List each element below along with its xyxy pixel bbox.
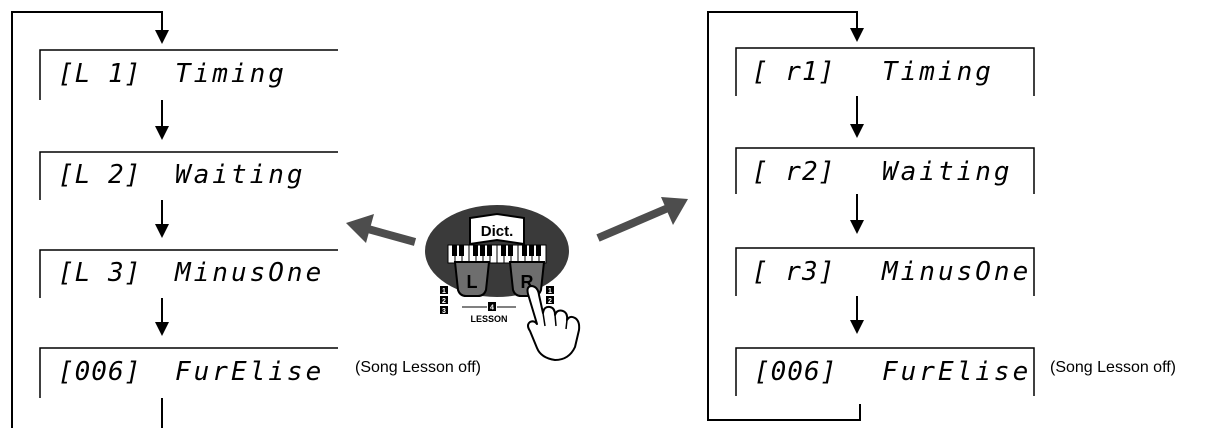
left-lcd-screen-4: [006] FurElise: [39, 347, 338, 398]
svg-text:2: 2: [548, 298, 552, 305]
right-lesson-numbers: 1 2: [546, 286, 554, 305]
down-arrow-icon: [850, 124, 864, 138]
left-lesson-cycle: [L 1] Timing [L 2] Waiting [L 3] MinusOn…: [11, 11, 481, 428]
down-arrow-icon: [155, 322, 169, 336]
lcd-step-number: [ r1]: [752, 57, 835, 87]
right-song-lesson-off-note: (Song Lesson off): [1050, 359, 1176, 376]
lcd-step-label: FurElise: [882, 357, 1031, 387]
lcd-step-label: MinusOne: [174, 258, 324, 288]
left-loop-arrowhead: [155, 30, 169, 44]
svg-text:2: 2: [442, 298, 446, 305]
svg-text:1: 1: [442, 288, 446, 295]
lcd-step-number: [ r2]: [752, 157, 835, 187]
lcd-step-label: Timing: [175, 59, 287, 89]
left-song-lesson-off-note: (Song Lesson off): [355, 359, 481, 376]
lcd-step-number: [L 1]: [58, 59, 141, 89]
right-loop-arrowhead: [850, 28, 864, 42]
lcd-step-number: [ r3]: [752, 257, 835, 287]
left-loop-line: [11, 11, 163, 428]
lcd-step-label: FurElise: [175, 357, 324, 387]
left-lcd-screen-1: [L 1] Timing: [39, 49, 338, 100]
lcd-step-number: [L 2]: [58, 160, 141, 190]
right-lcd-screen-1: [ r1] Timing: [735, 47, 1035, 96]
down-arrow-icon: [850, 220, 864, 234]
pressing-hand-icon: [526, 285, 581, 361]
yamaha-education-suite-emblem: Yamaha Education Suite Dict.: [346, 190, 688, 361]
down-arrow-icon: [155, 126, 169, 140]
keyboard-icon: [447, 244, 547, 264]
lesson-label: LESSON: [470, 314, 507, 324]
lcd-step-number: [006]: [754, 357, 837, 387]
left-key-label: L: [467, 272, 478, 292]
svg-text:4: 4: [490, 305, 494, 312]
lcd-step-label: Waiting: [882, 157, 1013, 187]
down-arrow-icon: [850, 320, 864, 334]
lesson-number-badge: [488, 302, 496, 311]
lcd-step-label: Timing: [882, 57, 994, 87]
dict-label: Dict.: [481, 223, 514, 240]
lcd-step-label: MinusOne: [881, 257, 1031, 287]
left-lcd-screen-2: [L 2] Waiting: [39, 151, 338, 200]
svg-text:3: 3: [442, 308, 446, 315]
left-lesson-numbers: 1 2 3: [440, 286, 448, 315]
lcd-step-label: Waiting: [175, 160, 306, 190]
right-lesson-cycle: [ r1] Timing [ r2] Waiting [ r3] MinusOn…: [707, 11, 1176, 421]
left-lcd-screen-3: [L 3] MinusOne: [39, 249, 338, 298]
right-arrow-icon: [596, 197, 688, 242]
svg-text:1: 1: [548, 288, 552, 295]
right-lcd-screen-4: [006] FurElise: [735, 347, 1035, 396]
left-hand-button: L: [453, 261, 491, 297]
lcd-step-number: [006]: [58, 357, 141, 387]
right-lcd-screen-2: [ r2] Waiting: [735, 147, 1035, 194]
right-loop-line: [707, 11, 861, 421]
dict-book-icon: Dict.: [469, 212, 525, 246]
down-arrow-icon: [155, 224, 169, 238]
lcd-step-number: [L 3]: [58, 258, 141, 288]
right-lcd-screen-3: [ r3] MinusOne: [735, 247, 1035, 296]
left-arrow-icon: [346, 214, 417, 246]
